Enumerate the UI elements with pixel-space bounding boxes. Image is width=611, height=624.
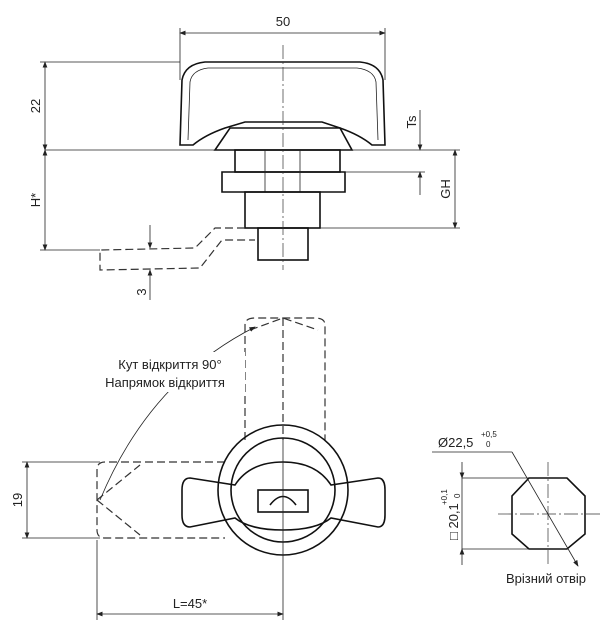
dim-width: 50 xyxy=(276,14,290,29)
body-lower xyxy=(244,191,321,229)
body-upper xyxy=(234,149,341,173)
opening-direction-label: Напрямок відкриття xyxy=(105,375,225,390)
dim-offset: 3 xyxy=(134,288,149,295)
cutout-square-tol-lower: 0 xyxy=(453,493,462,498)
dim-gh: GH xyxy=(438,179,453,199)
cutout-diameter-tol-upper: +0,5 xyxy=(481,430,497,439)
dim-length: L=45* xyxy=(173,596,207,611)
cam-outline xyxy=(99,227,255,271)
dim-handle-height: 22 xyxy=(28,99,43,113)
handle-wing xyxy=(179,61,386,146)
nut xyxy=(221,171,346,193)
front-view: Кут відкриття 90° Напрямок відкриття 19 … xyxy=(10,317,386,620)
opening-angle-label: Кут відкриття 90° xyxy=(118,357,221,372)
rotation-arrow xyxy=(99,326,256,501)
cutout-square-tol-upper: +0,1 xyxy=(440,489,449,505)
open-position-outline xyxy=(244,317,326,440)
cutout-shape xyxy=(511,477,586,550)
cutout-label: Врізний отвір xyxy=(506,571,586,586)
cutout-diameter-tol-lower: 0 xyxy=(486,440,491,449)
cutout-view: Ø22,5 +0,5 0 □ 20,1 +0,1 0 Врізний отвір xyxy=(432,430,600,586)
cutout-square: □ 20,1 xyxy=(446,503,461,540)
handle-wing-front xyxy=(181,461,386,531)
cutout-diameter: Ø22,5 xyxy=(438,435,473,450)
dim-height: 19 xyxy=(10,493,25,507)
side-view: 50 22 H* Ts GH 3 xyxy=(28,14,460,300)
rotated-position-outline xyxy=(96,461,225,539)
rosette xyxy=(213,127,354,151)
dim-ts: Ts xyxy=(404,115,419,129)
dim-h: H* xyxy=(28,193,43,207)
